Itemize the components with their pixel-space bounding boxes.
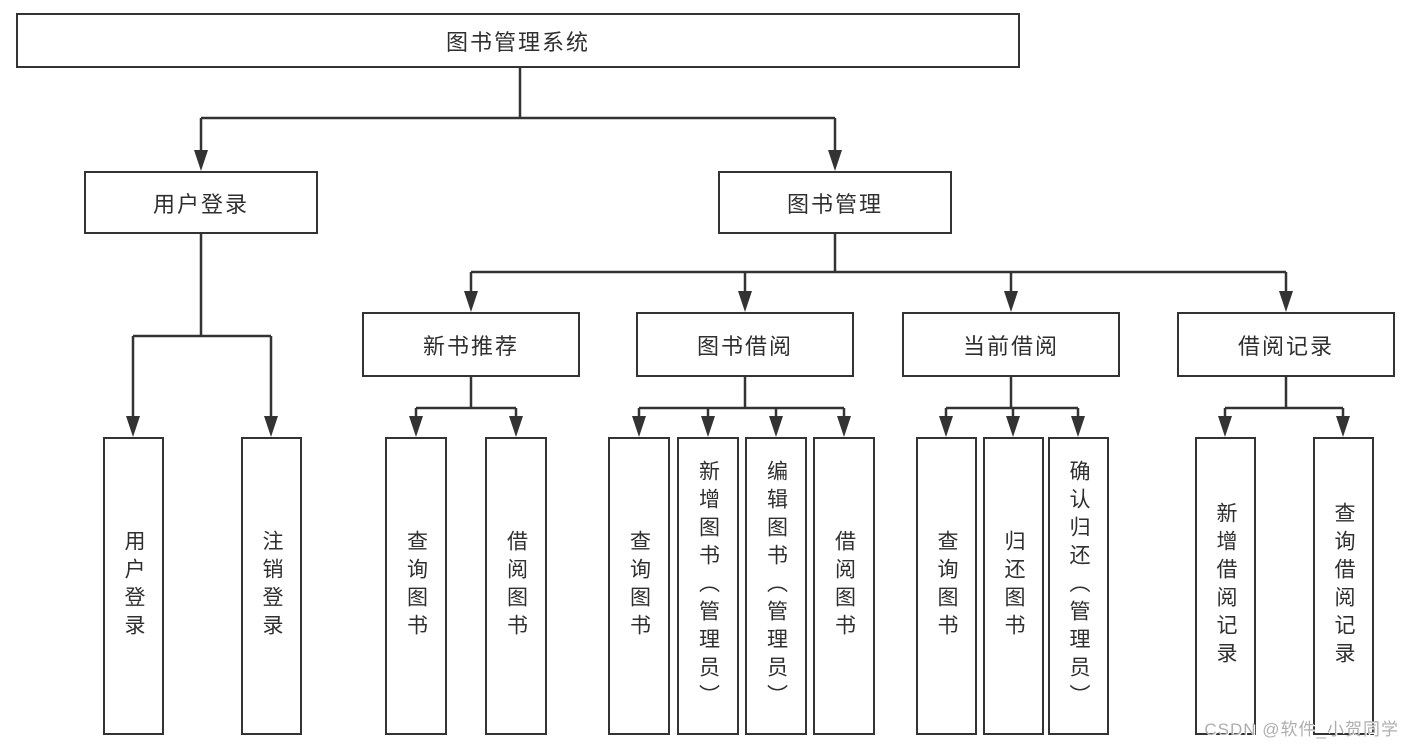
leaf-query-borrow-record: 查询借阅记录: [1313, 437, 1374, 735]
leaf-return-books: 归还图书: [983, 437, 1044, 735]
leaf-label: 查询图书: [404, 530, 428, 642]
leaf-label: 用户登录: [122, 530, 145, 642]
leaf-borrow-books: 借阅图书: [813, 437, 875, 735]
leaf-label: 新增借阅记录: [1214, 502, 1237, 670]
branch-label: 图书借阅: [696, 333, 793, 359]
leaf-label: 新增图书（管理员）: [696, 460, 720, 712]
leaf-label: 归还图书: [1002, 530, 1025, 642]
connector-current-to-leaves: [939, 377, 1085, 437]
node-book-management-label: 图书管理: [786, 191, 883, 217]
connector-root-to-level2: [194, 68, 842, 171]
leaf-label: 注销登录: [260, 530, 283, 642]
node-book-management: 图书管理: [718, 171, 952, 234]
branch-label: 借阅记录: [1237, 333, 1334, 359]
connector-borrow-to-leaves: [632, 377, 851, 437]
leaf-label: 借阅图书: [832, 530, 856, 642]
leaf-label: 查询图书: [935, 530, 958, 642]
node-root-label: 图书管理系统: [445, 29, 590, 55]
leaf-add-books-admin: 新增图书（管理员）: [677, 437, 739, 735]
leaf-query-books-current: 查询图书: [916, 437, 977, 735]
leaf-add-borrow-record: 新增借阅记录: [1195, 437, 1256, 735]
connector-book-mgmt-to-branches: [464, 234, 1293, 312]
leaf-edit-books-admin: 编辑图书（管理员）: [745, 437, 807, 735]
leaf-label: 编辑图书（管理员）: [764, 460, 788, 712]
node-current-borrow: 当前借阅: [902, 312, 1120, 377]
node-user-login: 用户登录: [84, 171, 318, 234]
connector-recommend-to-leaves: [409, 377, 523, 437]
branch-label: 新书推荐: [422, 333, 519, 359]
node-user-login-label: 用户登录: [152, 191, 249, 217]
leaf-confirm-return-admin: 确认归还（管理员）: [1048, 437, 1109, 735]
leaf-label: 借阅图书: [504, 530, 528, 642]
leaf-query-books-borrow: 查询图书: [608, 437, 670, 735]
leaf-label: 查询图书: [627, 530, 651, 642]
node-book-borrow: 图书借阅: [636, 312, 854, 377]
leaf-logout: 注销登录: [241, 437, 302, 735]
leaf-borrow-books-recommend: 借阅图书: [485, 437, 547, 735]
leaf-user-login: 用户登录: [103, 437, 164, 735]
leaf-label: 确认归还（管理员）: [1067, 460, 1090, 712]
branch-label: 当前借阅: [962, 333, 1059, 359]
connector-records-to-leaves: [1218, 377, 1350, 437]
node-root: 图书管理系统: [16, 13, 1020, 68]
node-new-book-recommend: 新书推荐: [362, 312, 580, 377]
leaf-label: 查询借阅记录: [1332, 502, 1355, 670]
connector-user-login-to-leaves: [126, 234, 278, 437]
leaf-query-books-recommend: 查询图书: [385, 437, 447, 735]
csdn-watermark: CSDN @软件_小贺同学: [1204, 720, 1399, 739]
node-borrow-records: 借阅记录: [1177, 312, 1395, 377]
